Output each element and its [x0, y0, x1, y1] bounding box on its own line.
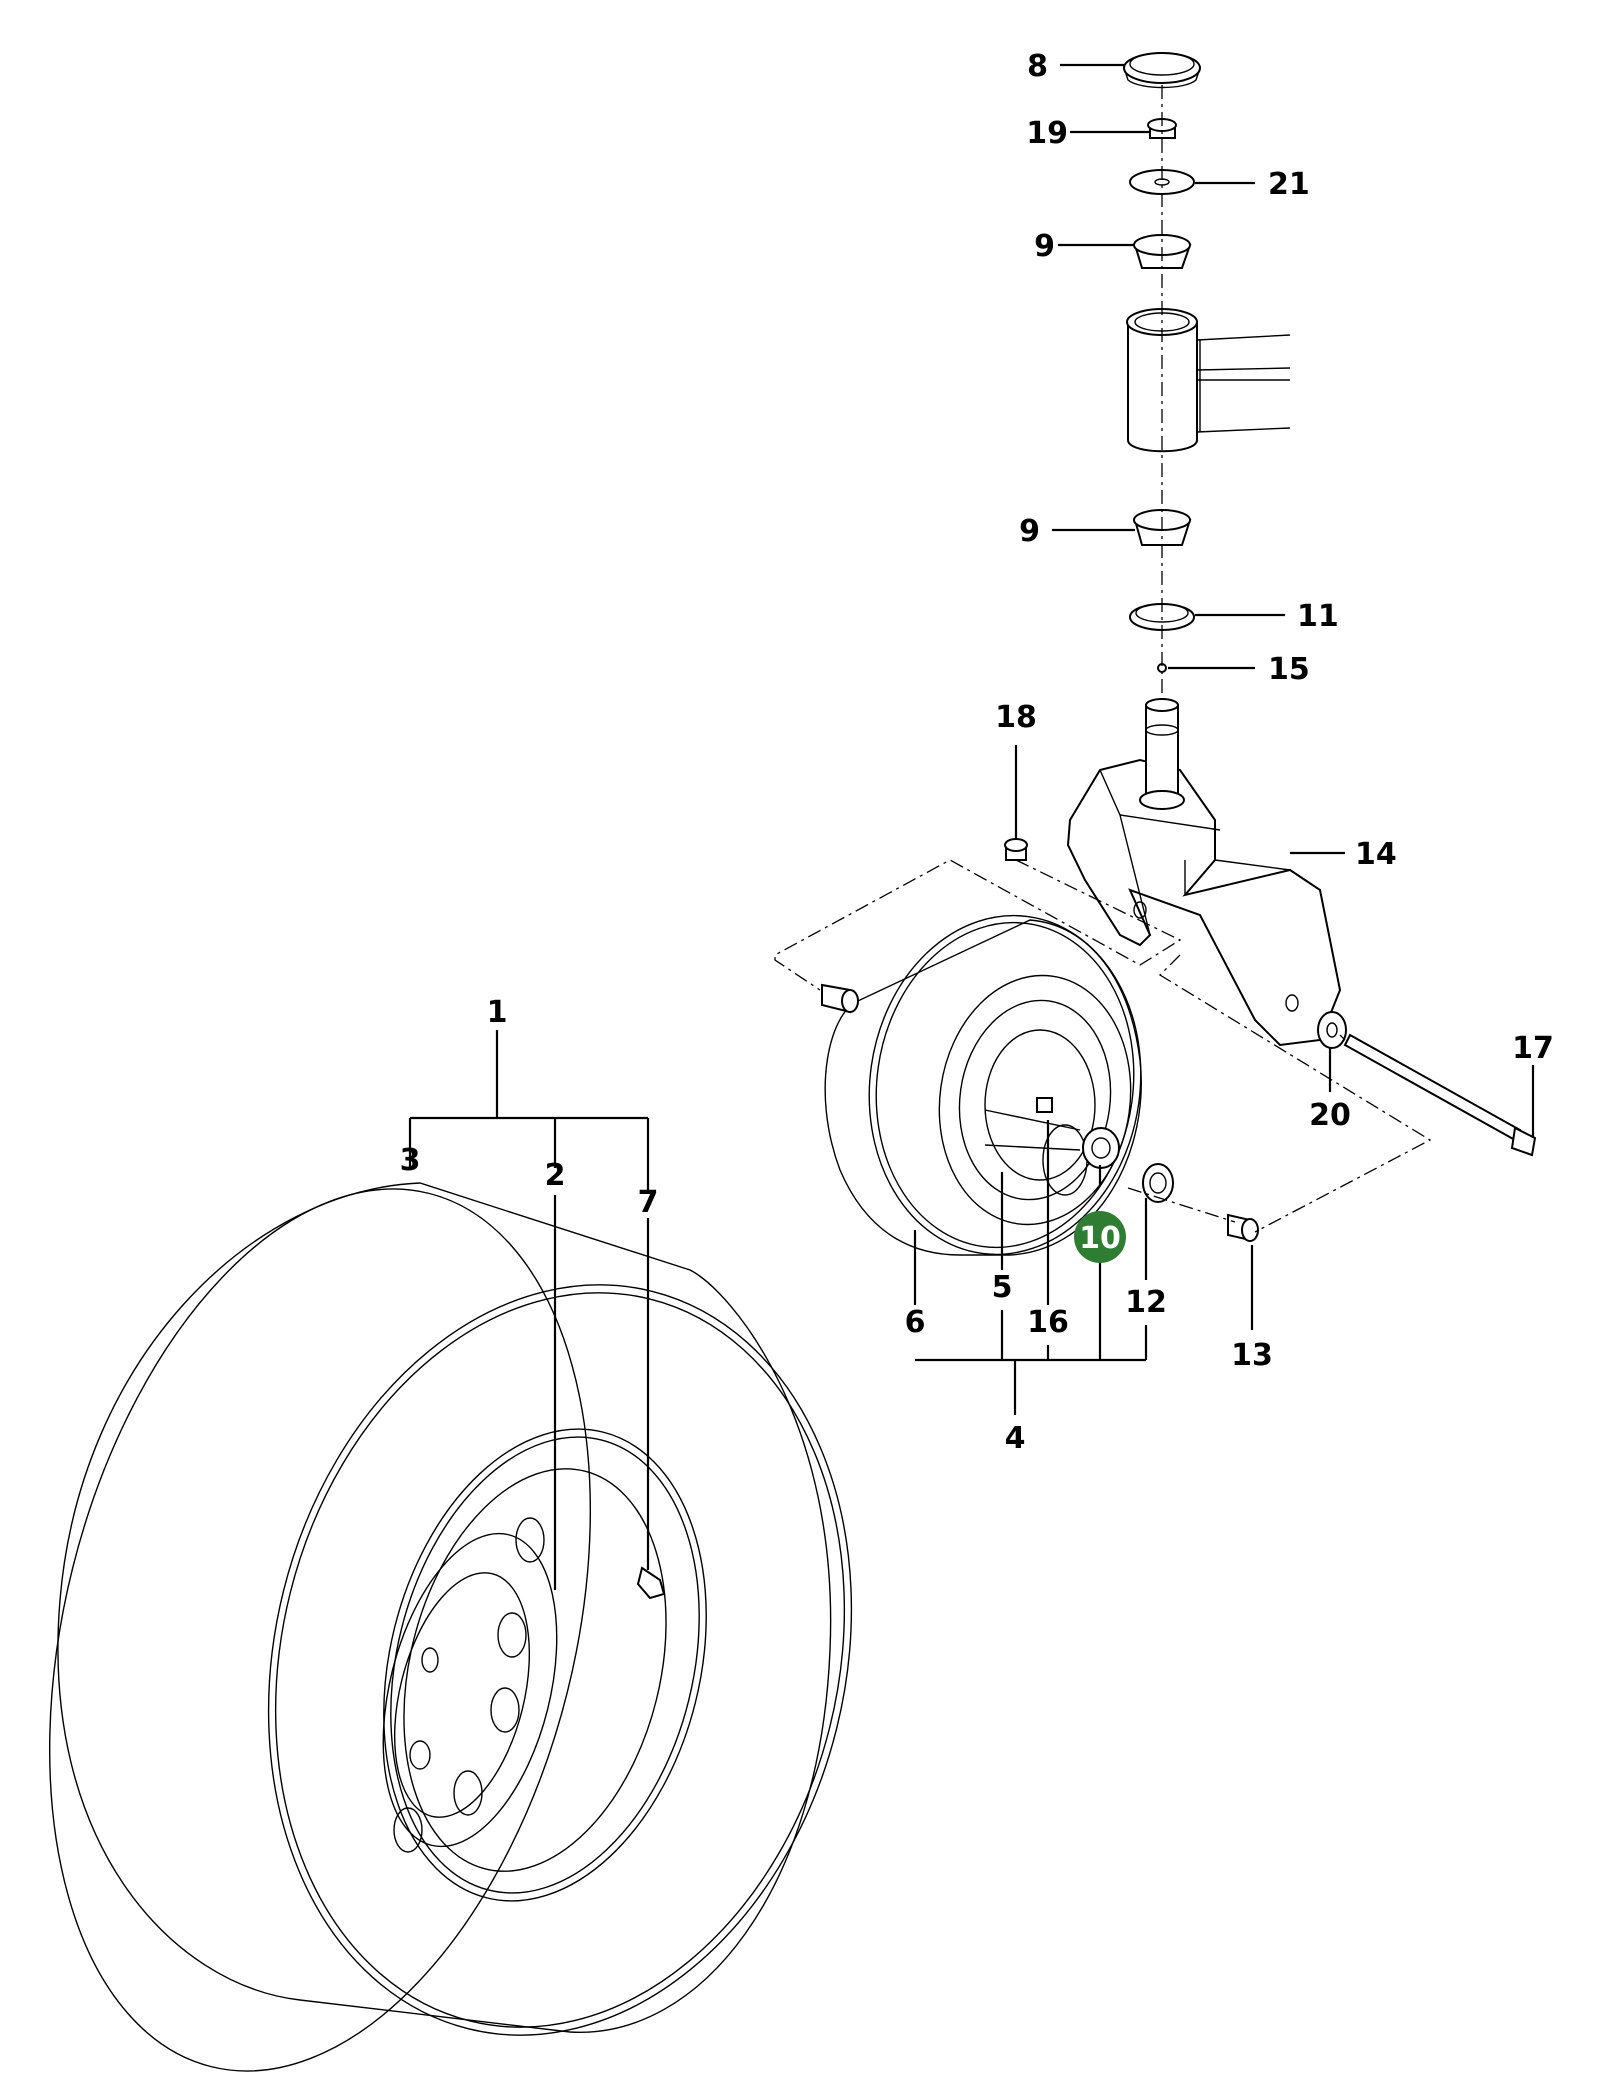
callout-5: 5	[992, 1270, 1013, 1305]
callout-12: 12	[1125, 1285, 1167, 1320]
callout-14: 14	[1355, 837, 1397, 872]
caster-fork	[1066, 758, 1342, 1047]
callout-9-upper: 9	[1034, 229, 1055, 264]
callout-20: 20	[1309, 1098, 1351, 1133]
pivot-parts	[821, 52, 1537, 1242]
callout-9-lower: 9	[1019, 514, 1040, 549]
callout-3: 3	[400, 1143, 421, 1178]
callout-21: 21	[1268, 167, 1310, 202]
highlight-badge	[1074, 1211, 1126, 1263]
callout-13: 13	[1231, 1338, 1273, 1373]
callout-16: 16	[1027, 1305, 1069, 1340]
callout-10-highlight[interactable]: 10	[1074, 1211, 1126, 1263]
callout-4: 4	[1005, 1421, 1026, 1456]
callout-10: 10	[1079, 1221, 1121, 1256]
callout-1: 1	[487, 995, 508, 1030]
callout-15: 15	[1268, 652, 1310, 687]
large-wheel-assembly	[48, 1182, 853, 2072]
caster-wheel	[824, 914, 1142, 1256]
callout-6: 6	[905, 1305, 926, 1340]
callout-18: 18	[995, 700, 1037, 735]
callout-19: 19	[1026, 116, 1068, 151]
callout-17: 17	[1512, 1031, 1554, 1066]
center-lines	[774, 85, 1432, 1233]
callouts: 8 19 21 9 9 11 15 18 14 17 20 1 3 2 7 10…	[400, 49, 1554, 1456]
callout-11: 11	[1297, 599, 1339, 634]
callout-8: 8	[1027, 49, 1048, 84]
leader-lines	[408, 63, 1535, 1590]
callout-2: 2	[545, 1158, 566, 1193]
callout-7: 7	[638, 1185, 659, 1220]
